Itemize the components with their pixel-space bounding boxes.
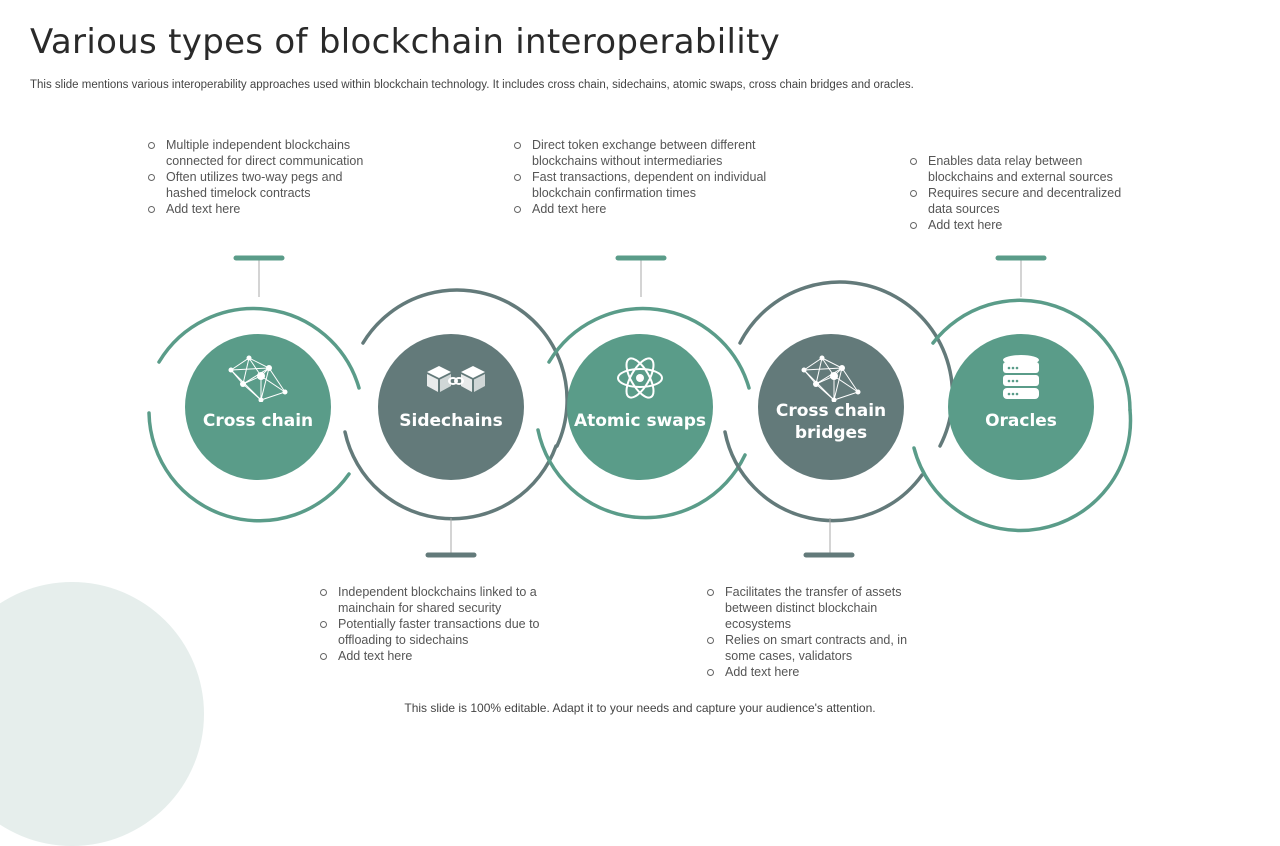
list-item: Multiple independent blockchains connect… bbox=[147, 137, 377, 169]
network-icon bbox=[227, 354, 289, 402]
node-label: Oracles bbox=[985, 411, 1057, 431]
list-item: Facilitates the transfer of assets betwe… bbox=[706, 584, 926, 632]
list-item: Add text here bbox=[513, 201, 773, 217]
list-item: Fast transactions, dependent on individu… bbox=[513, 169, 773, 201]
sidechains-bullets: Independent blockchains linked to a main… bbox=[319, 584, 559, 664]
list-item: Add text here bbox=[706, 664, 926, 680]
cross-chain-bridges-bullets: Facilitates the transfer of assets betwe… bbox=[706, 584, 926, 680]
node-sidechains: Sidechains bbox=[378, 334, 524, 480]
linked-cubes-icon bbox=[415, 354, 487, 402]
list-item: Requires secure and decentralized data s… bbox=[909, 185, 1139, 217]
node-label: Cross chain bbox=[202, 411, 314, 431]
node-cross-chain: Cross chain bbox=[185, 334, 331, 480]
list-item: Enables data relay between blockchains a… bbox=[909, 153, 1139, 185]
oracles-bullets: Enables data relay between blockchains a… bbox=[909, 153, 1139, 233]
list-item: Independent blockchains linked to a main… bbox=[319, 584, 559, 616]
database-icon bbox=[1001, 354, 1041, 402]
node-cross-chain-bridges: Cross chain bridges bbox=[758, 334, 904, 480]
footer-note: This slide is 100% editable. Adapt it to… bbox=[404, 701, 876, 715]
node-label: Atomic swaps bbox=[573, 411, 707, 431]
list-item: Add text here bbox=[147, 201, 377, 217]
atomic-swaps-bullets: Direct token exchange between different … bbox=[513, 137, 773, 217]
list-item: Add text here bbox=[909, 217, 1139, 233]
slide-title: Various types of blockchain interoperabi… bbox=[30, 22, 781, 62]
network-icon bbox=[800, 354, 862, 402]
node-label: Cross chain bridges bbox=[775, 401, 887, 443]
slide-subtitle: This slide mentions various interoperabi… bbox=[30, 79, 914, 91]
list-item: Often utilizes two-way pegs and hashed t… bbox=[147, 169, 377, 201]
node-oracles: Oracles bbox=[948, 334, 1094, 480]
list-item: Direct token exchange between different … bbox=[513, 137, 773, 169]
list-item: Potentially faster transactions due to o… bbox=[319, 616, 559, 648]
cross-chain-bullets: Multiple independent blockchains connect… bbox=[147, 137, 377, 217]
atom-icon bbox=[615, 354, 665, 402]
list-item: Relies on smart contracts and, in some c… bbox=[706, 632, 926, 664]
node-atomic-swaps: Atomic swaps bbox=[567, 334, 713, 480]
list-item: Add text here bbox=[319, 648, 559, 664]
node-label: Sidechains bbox=[399, 411, 503, 431]
